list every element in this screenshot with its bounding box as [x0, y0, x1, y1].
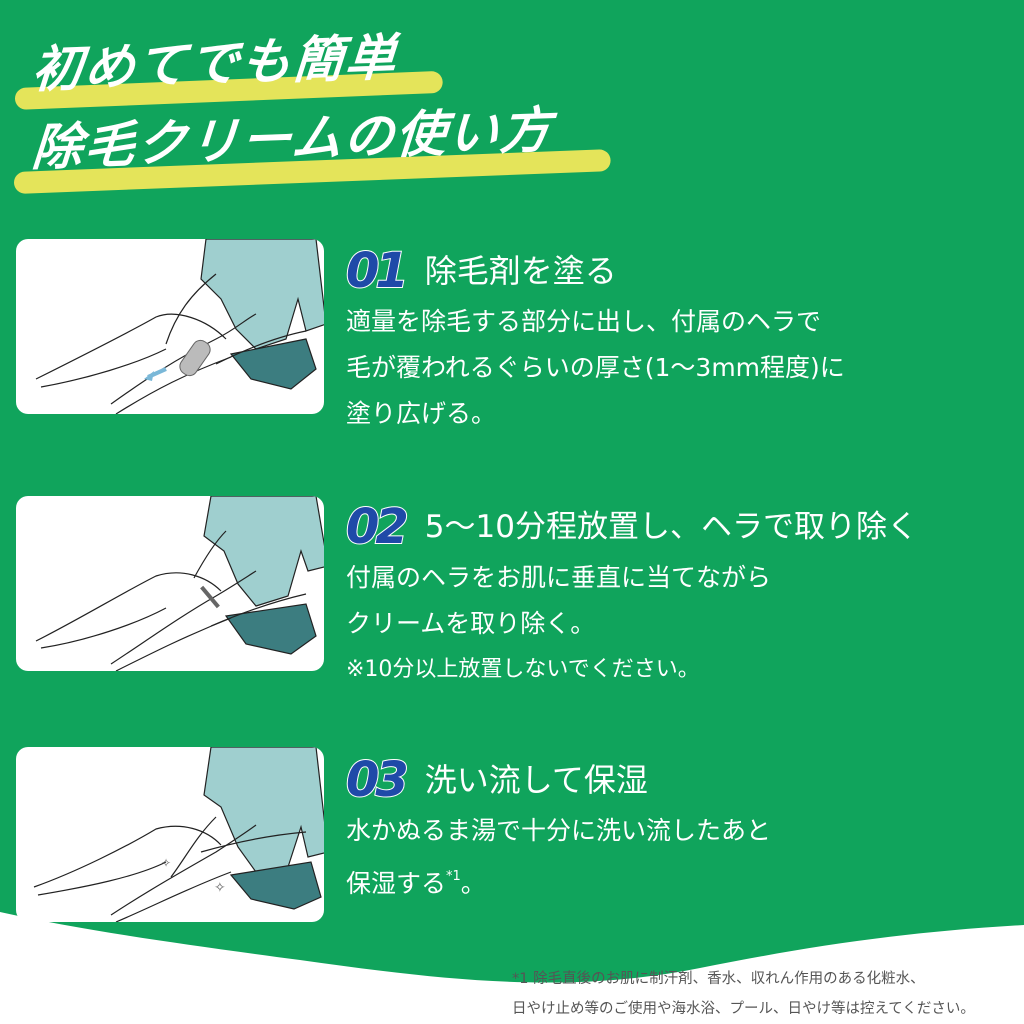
step-3: 03 洗い流して保湿 水かぬるま湯で十分に洗い流したあと 保湿する*1。: [345, 752, 771, 907]
step-1: 01 除毛剤を塗る 適量を除毛する部分に出し、付属のヘラで 毛が覆われるぐらいの…: [345, 243, 845, 437]
step-3-number: 03: [345, 752, 410, 808]
step-1-line-1: 適量を除毛する部分に出し、付属のヘラで: [346, 307, 822, 336]
step-3-title: 洗い流して保湿: [424, 761, 648, 799]
step-3-line-2-text: 保湿する: [346, 869, 447, 898]
svg-text:✧: ✧: [161, 856, 171, 870]
step-3-line-2: 保湿する*1。: [346, 854, 771, 907]
step-3-line-1: 水かぬるま湯で十分に洗い流したあと: [346, 816, 772, 845]
step-2-line-3: ※10分以上放置しないでください。: [346, 657, 700, 682]
person-applying-cream-icon: [35, 239, 324, 414]
step-3-body: 水かぬるま湯で十分に洗い流したあと 保湿する*1。: [346, 808, 771, 907]
step-2-number: 02: [345, 499, 410, 555]
step-1-title: 除毛剤を塗る: [424, 252, 617, 290]
step-1-line-2: 毛が覆われるぐらいの厚さ(1〜3mm程度)に: [346, 353, 845, 382]
page-title-line-1: 初めてでも簡単: [30, 28, 400, 100]
svg-text:✧: ✧: [214, 880, 226, 896]
step-1-number: 01: [345, 243, 410, 299]
step-3-illustration: ✧ ✧: [16, 747, 324, 922]
footnote-reference: *1: [446, 869, 461, 884]
footnote-line-2: 日やけ止め等のご使用や海水浴、プール、日やけ等は控えてください。: [512, 1001, 975, 1017]
step-1-body: 適量を除毛する部分に出し、付属のヘラで 毛が覆われるぐらいの厚さ(1〜3mm程度…: [346, 299, 845, 437]
footnote-line-1: *1 除毛直後のお肌に制汗剤、香水、収れん作用のある化粧水、: [512, 971, 925, 987]
step-1-line-3: 塗り広げる。: [346, 399, 497, 428]
step-2: 02 5〜10分程放置し、ヘラで取り除く 付属のヘラをお肌に垂直に当てながら ク…: [345, 499, 918, 693]
step-2-illustration: [16, 496, 324, 671]
step-2-line-1: 付属のヘラをお肌に垂直に当てながら: [346, 563, 772, 592]
step-2-line-2: クリームを取り除く。: [346, 609, 596, 638]
step-2-body: 付属のヘラをお肌に垂直に当てながら クリームを取り除く。 ※10分以上放置しない…: [346, 555, 918, 693]
step-3-end-mark: 。: [460, 869, 486, 898]
step-1-illustration: [16, 239, 324, 414]
footnote: *1 除毛直後のお肌に制汗剤、香水、収れん作用のある化粧水、 日やけ止め等のご使…: [512, 964, 975, 1024]
person-removing-cream-icon: [35, 496, 324, 671]
person-moisturizing-icon: ✧ ✧: [33, 747, 324, 922]
step-2-title: 5〜10分程放置し、ヘラで取り除く: [424, 508, 918, 545]
